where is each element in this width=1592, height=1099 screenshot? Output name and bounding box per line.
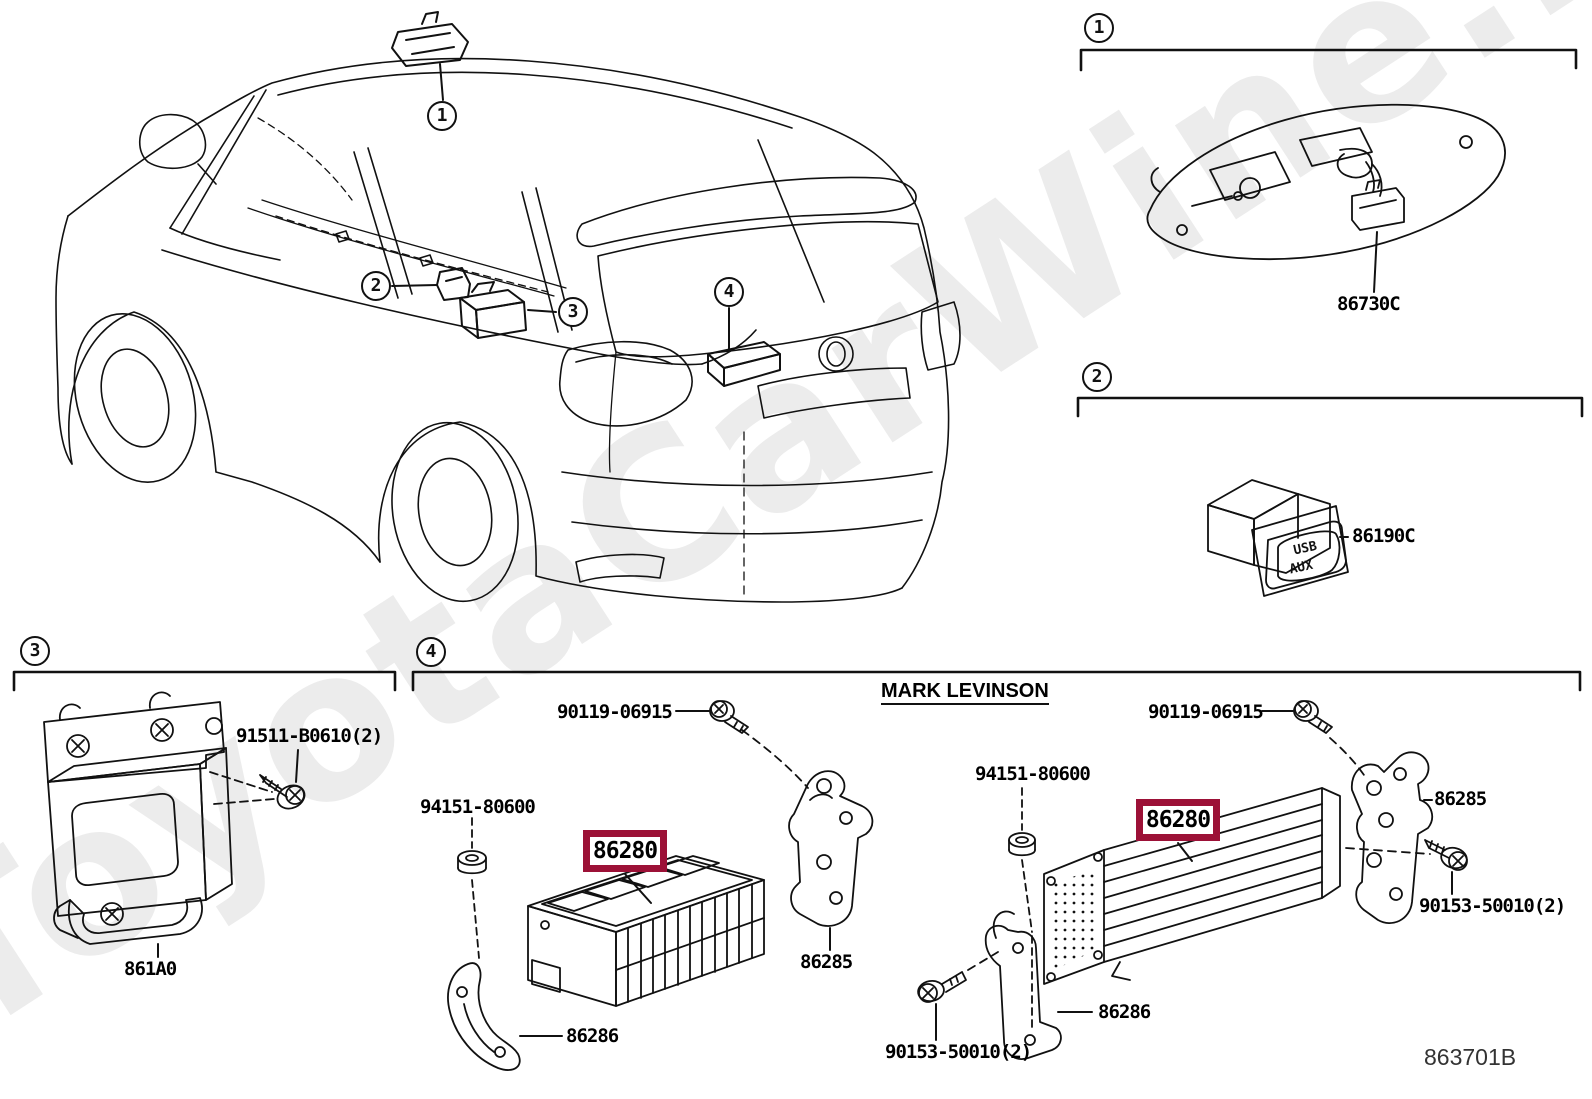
part-label-90153-50010-bottom[interactable]: 90153-50010(2)	[885, 1041, 1032, 1063]
car-callout-2: 2	[361, 271, 391, 301]
section4-bracket	[411, 670, 1582, 692]
callout-number: 3	[567, 301, 579, 322]
mark-levinson-amp-assembly-drawing	[917, 700, 1468, 1060]
part-label-86286-right[interactable]: 86286	[1098, 1001, 1151, 1023]
car-callout-1: 1	[427, 101, 457, 131]
part-label-91511-B0610[interactable]: 91511-B0610(2)	[236, 725, 383, 747]
highlighted-part-number: 86280	[1145, 806, 1211, 833]
section-brackets	[12, 48, 1584, 692]
module-861A0-drawing	[43, 691, 306, 958]
nut-icon	[457, 850, 487, 875]
section3-bracket	[12, 670, 397, 692]
part-label-86190C[interactable]: 86190C	[1352, 525, 1416, 547]
callout-number: 2	[370, 275, 382, 296]
screw-icon	[709, 700, 749, 734]
usb-face-text-line2: AUX	[1288, 558, 1314, 578]
connector-drawing	[436, 267, 471, 301]
mark-levinson-heading: MARK LEVINSON	[881, 681, 1049, 705]
overhead-console-drawing	[1146, 103, 1506, 293]
roof-module-drawing	[391, 11, 469, 67]
part-label-94151-80600-right[interactable]: 94151-80600	[975, 763, 1091, 785]
highlighted-part-number: 86280	[592, 837, 658, 864]
standard-amp-assembly-drawing	[447, 700, 874, 1071]
rear-amp-slab-drawing	[707, 341, 781, 387]
usb-face-text-line1: USB	[1292, 539, 1318, 559]
section1-bracket	[1079, 48, 1578, 72]
part-label-86730C[interactable]: 86730C	[1337, 293, 1401, 315]
screw-icon	[1293, 700, 1333, 734]
part-label-90119-06915-left[interactable]: 90119-06915	[557, 701, 673, 723]
section2-number: 2	[1082, 362, 1112, 392]
section3-number: 3	[20, 636, 50, 666]
part-label-90153-50010-side[interactable]: 90153-50010(2)	[1419, 895, 1566, 917]
screw-icon	[259, 774, 306, 810]
part-label-861A0[interactable]: 861A0	[124, 958, 177, 980]
part-label-94151-80600-left[interactable]: 94151-80600	[420, 796, 536, 818]
section4-number: 4	[416, 637, 446, 667]
part-label-86285-right[interactable]: 86285	[1434, 788, 1487, 810]
car-callout-4: 4	[714, 277, 744, 307]
callout-number: 1	[436, 105, 448, 126]
section1-number: 1	[1084, 13, 1114, 43]
small-module-drawing	[459, 281, 527, 339]
usb-aux-adapter-drawing: USB AUX	[1207, 479, 1349, 597]
screw-icon	[917, 971, 967, 1003]
part-label-86280-left-highlighted[interactable]: 86280	[583, 830, 667, 872]
diagram-code: 863701B	[1424, 1044, 1517, 1070]
part-label-90119-06915-right[interactable]: 90119-06915	[1148, 701, 1264, 723]
part-label-86285-left[interactable]: 86285	[800, 951, 853, 973]
car-callout-3: 3	[558, 297, 588, 327]
part-label-86280-right-highlighted[interactable]: 86280	[1136, 799, 1220, 841]
callout-number: 2	[1091, 366, 1103, 387]
callout-number: 4	[425, 641, 437, 662]
section2-bracket	[1076, 396, 1584, 418]
callout-number: 1	[1093, 17, 1105, 38]
callout-number: 4	[723, 281, 735, 302]
screw-icon	[1424, 839, 1468, 871]
car-overview-drawing	[55, 11, 961, 603]
callout-number: 3	[29, 640, 41, 661]
part-label-86286-left[interactable]: 86286	[566, 1025, 619, 1047]
nut-icon	[1008, 832, 1036, 857]
